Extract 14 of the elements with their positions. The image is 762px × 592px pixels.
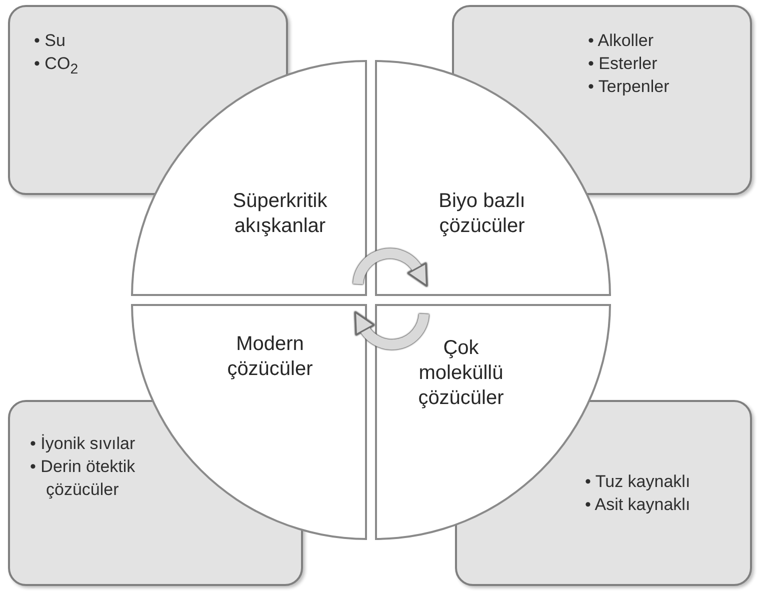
list-item: • Su — [34, 30, 66, 52]
list-item: • CO$_{2}$ — [34, 53, 80, 80]
list-item: • Derin ötektik çözücüler — [30, 456, 136, 501]
list-item: • Esterler — [588, 53, 658, 75]
list-item: • Tuz kaynaklı — [585, 471, 690, 493]
quadrant-label: Biyo bazlı çözücüler — [438, 189, 526, 239]
list-item: • Terpenler — [588, 76, 670, 98]
curved-arrow — [353, 248, 428, 286]
quadrant-label: Süperkritik akışkanlar — [232, 189, 328, 239]
list-item: • Asit kaynaklı — [585, 494, 690, 516]
quadrant-label: Modern çözücüler — [226, 332, 314, 382]
quadrant-label: Çok moleküllü çözücüler — [417, 336, 505, 411]
list-item: • İyonik sıvılar — [30, 433, 136, 455]
list-item: • Alkoller — [588, 30, 654, 52]
